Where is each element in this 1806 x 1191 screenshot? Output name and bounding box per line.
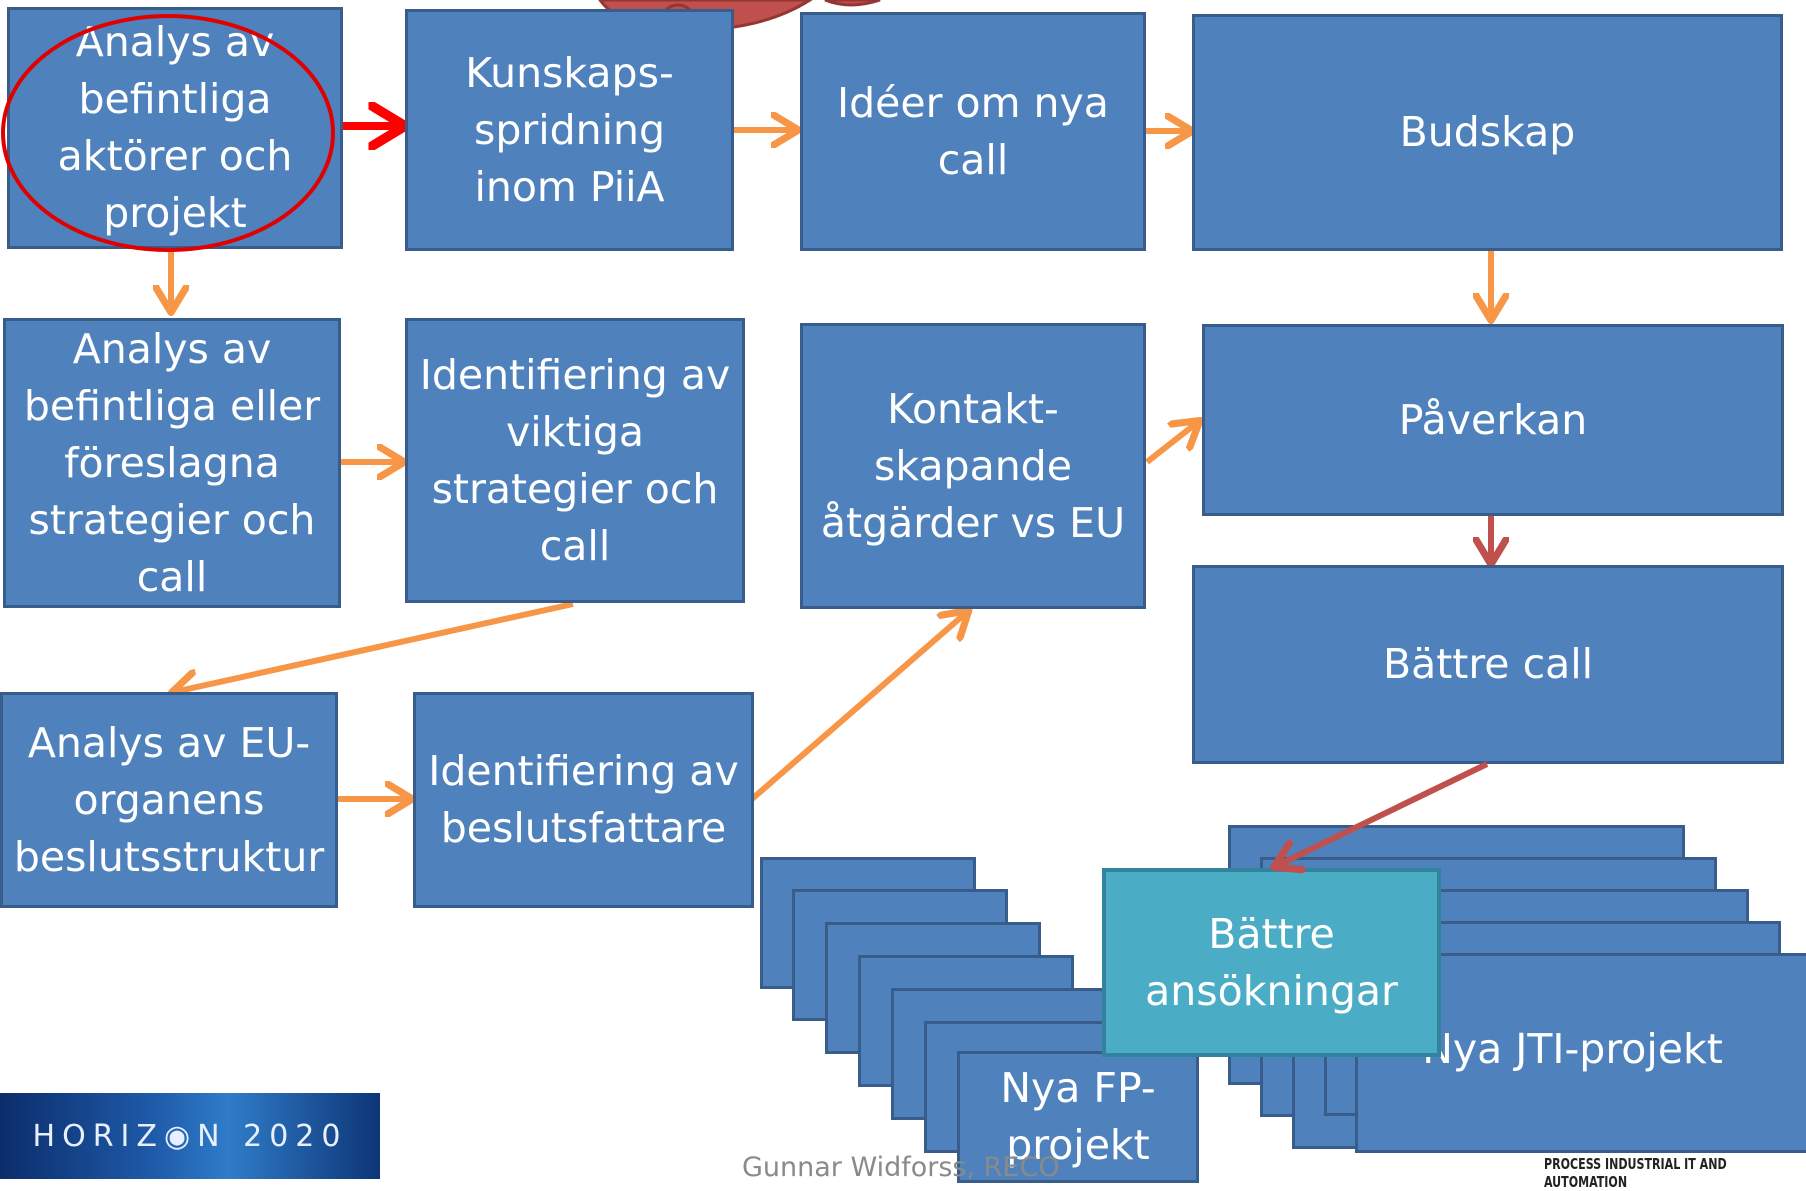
box-analys-strategier-label: Analys av befintliga eller föreslagna st… <box>23 324 321 601</box>
box-paverkan: Påverkan <box>1202 324 1784 516</box>
box-ideer: Idéer om nya call <box>800 12 1146 251</box>
box-analys-eu: Analys av EU- organens beslutsstruktur <box>0 692 338 908</box>
box-kontaktskapande: Kontakt- skapande åtgärder vs EU <box>800 323 1146 609</box>
box-kontaktskapande-label: Kontakt- skapande åtgärder vs EU <box>820 384 1126 547</box>
horizon-2020-logo-text: HORIZ◉N 2020 <box>32 1118 348 1154</box>
box-nya-fp: Nya FP- projekt <box>957 1051 1199 1183</box>
box-budskap-label: Budskap <box>1399 108 1576 156</box>
box-ideer-label: Idéer om nya call <box>837 78 1109 184</box>
box-identifiering-strategier: Identifiering av viktiga strategier och … <box>405 318 745 603</box>
box-battre-call-label: Bättre call <box>1382 640 1594 688</box>
arrow-kontakt-to-paverkan <box>1145 422 1198 465</box>
box-kunskapsspridning: Kunskaps- spridning inom PiiA <box>405 9 734 251</box>
box-analys-eu-label: Analys av EU- organens beslutsstruktur <box>13 718 325 881</box>
box-nya-fp-label: Nya FP- projekt <box>1000 1064 1156 1169</box>
brand-text: PROCESS INDUSTRIAL IT AND AUTOMATION <box>1544 1155 1727 1191</box>
box-analys-aktorer: Analys av befintliga aktörer och projekt <box>7 7 343 249</box>
box-identifiering-strategier-label: Identifiering av viktiga strategier och … <box>419 350 731 570</box>
box-kunskapsspridning-label: Kunskaps- spridning inom PiiA <box>465 48 674 211</box>
box-paverkan-label: Påverkan <box>1398 395 1588 444</box>
box-budskap: Budskap <box>1192 14 1783 251</box>
box-analys-aktorer-label: Analys av befintliga aktörer och projekt <box>57 18 293 237</box>
arrow-beslutsfattare-to-kontakt <box>750 612 967 802</box>
arrow-identifiering-to-analys-eu <box>174 601 574 692</box>
box-battre-call: Bättre call <box>1192 565 1784 764</box>
box-analys-strategier: Analys av befintliga eller föreslagna st… <box>3 318 341 608</box>
horizon-2020-logo: HORIZ◉N 2020 <box>0 1093 380 1179</box>
arrow-battre-call-to-ansokningar <box>1276 761 1489 866</box>
highlight-ellipse <box>1 14 335 252</box>
box-battre-ansokningar-label: Bättre ansökningar <box>1145 909 1398 1015</box>
box-battre-ansokningar: Bättre ansökningar <box>1102 868 1441 1057</box>
box-identifiering-beslutsfattare-label: Identifiering av beslutsfattare <box>428 747 739 852</box>
box-identifiering-beslutsfattare: Identifiering av beslutsfattare <box>413 692 754 908</box>
footer-author: Gunnar Widforss, RECO <box>742 1152 1060 1183</box>
